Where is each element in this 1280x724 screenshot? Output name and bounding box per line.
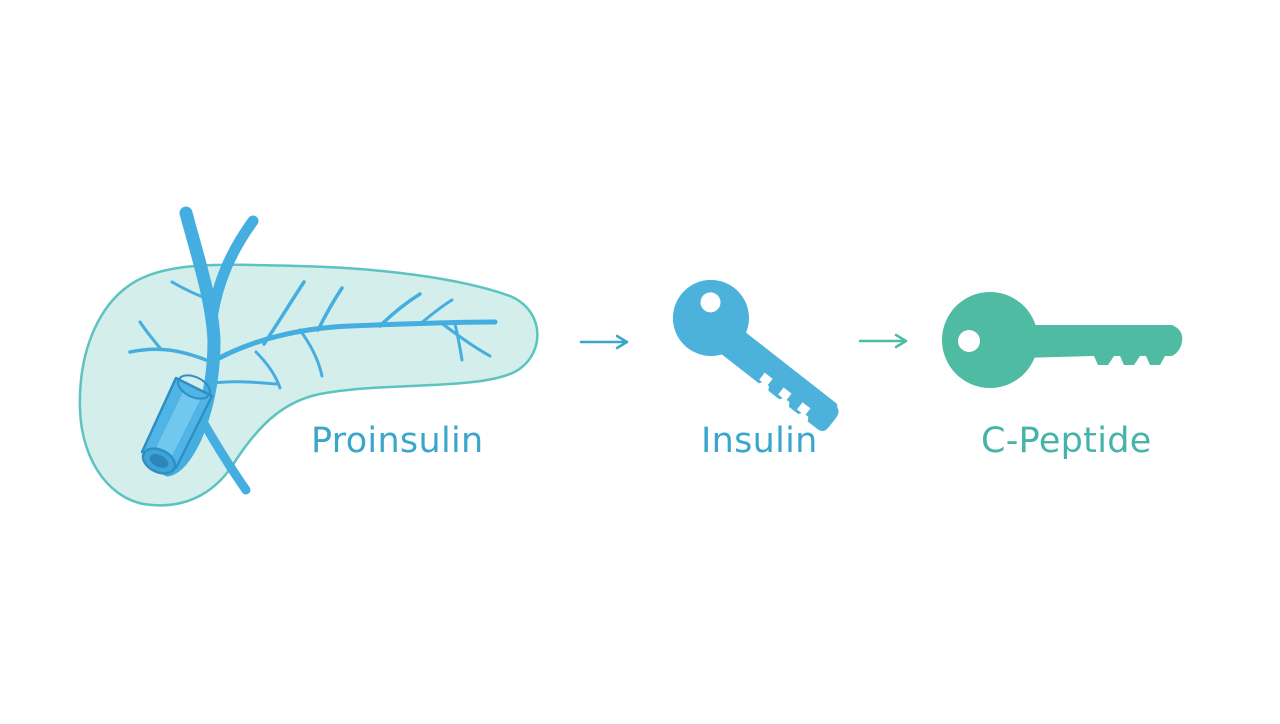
c-peptide-label: C-Peptide bbox=[981, 421, 1152, 461]
c-peptide-key-icon bbox=[942, 292, 1183, 388]
duct-tube bbox=[140, 374, 214, 475]
pancreatic-duct-leg bbox=[197, 415, 251, 495]
arrow-right-icon bbox=[579, 334, 629, 350]
insulin-label: Insulin bbox=[701, 421, 818, 461]
pancreas-body bbox=[78, 263, 539, 507]
pancreatic-duct-trunk bbox=[161, 206, 221, 477]
proinsulin-label: Proinsulin bbox=[311, 421, 484, 461]
insulin-key-icon bbox=[673, 280, 839, 432]
pancreatic-duct-fork bbox=[206, 215, 259, 324]
pancreas-icon bbox=[78, 206, 539, 507]
pancreatic-duct-branches bbox=[128, 280, 492, 390]
arrow-right-icon bbox=[858, 333, 908, 349]
pancreatic-duct-main-branch bbox=[209, 319, 498, 365]
